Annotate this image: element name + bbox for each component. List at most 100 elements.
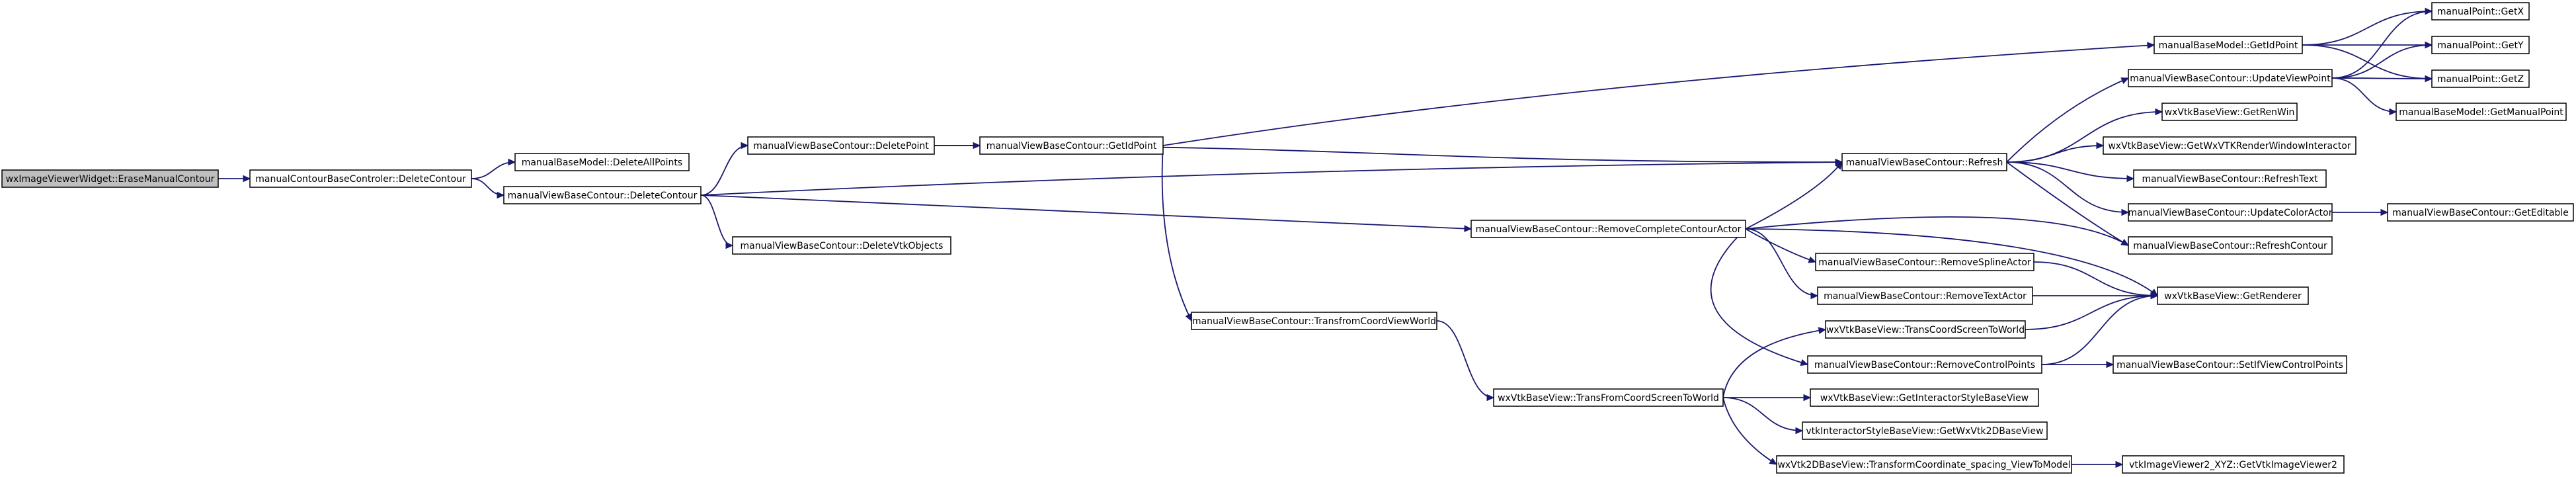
edge-arrowhead bbox=[1818, 327, 1827, 334]
node-box[interactable] bbox=[732, 236, 951, 255]
function-node[interactable]: manualViewBaseContour::DeleteContour bbox=[503, 186, 702, 204]
node-box[interactable] bbox=[249, 169, 472, 188]
function-node[interactable]: wxVtkBaseView::TransFromCoordScreenToWor… bbox=[1493, 388, 1724, 407]
node-label: manualViewBaseContour::UpdateColorActor bbox=[2128, 208, 2333, 218]
node-box[interactable] bbox=[1825, 320, 2026, 339]
node-label: manualContourBaseControler::DeleteContou… bbox=[255, 174, 466, 185]
node-label: wxImageViewerWidget::EraseManualContour bbox=[6, 174, 215, 185]
edge-n7-to-n25 bbox=[1710, 228, 1808, 365]
edge-n3-to-n4 bbox=[700, 145, 748, 196]
node-box[interactable] bbox=[1776, 455, 2072, 474]
node-box[interactable] bbox=[1, 169, 219, 188]
node-box[interactable] bbox=[979, 136, 1164, 155]
function-node[interactable]: vtkImageViewer2_XYZ::GetVtkImageViewer2 bbox=[2122, 455, 2345, 474]
function-node[interactable]: manualViewBaseContour::RemoveSplineActor bbox=[1815, 253, 2034, 271]
node-box[interactable] bbox=[1807, 355, 2042, 374]
node-box[interactable] bbox=[2113, 355, 2347, 374]
edge-n8-to-n10 bbox=[1162, 44, 2155, 146]
node-box[interactable] bbox=[1191, 312, 1437, 330]
edge-arrowhead bbox=[2425, 41, 2433, 49]
node-label: wxVtk2DBaseView::TransformCoordinate_spa… bbox=[1777, 460, 2070, 470]
edge-n14-to-n13 bbox=[2331, 77, 2433, 79]
edge-n7-to-n24 bbox=[1745, 228, 2158, 296]
node-label: manualViewBaseContour::DeleteVtkObjects bbox=[741, 241, 944, 251]
node-box[interactable] bbox=[747, 136, 935, 155]
function-node[interactable]: manualBaseModel::DeleteAllPoints bbox=[514, 153, 690, 171]
function-node[interactable]: manualPoint::GetY bbox=[2431, 36, 2530, 54]
function-node[interactable]: manualViewBaseContour::DeletePoint bbox=[747, 136, 935, 155]
function-node[interactable]: manualViewBaseContour::GetIdPoint bbox=[979, 136, 1164, 155]
node-label: manualBaseModel::GetIdPoint bbox=[2159, 40, 2298, 51]
node-box[interactable] bbox=[2157, 286, 2309, 305]
node-label: wxVtkBaseView::TransCoordScreenToWorld bbox=[1826, 325, 2025, 335]
node-label: manualBaseModel::GetManualPoint bbox=[2399, 107, 2563, 118]
function-node[interactable]: manualViewBaseContour::DeleteVtkObjects bbox=[732, 236, 951, 255]
edge-n3-to-n5 bbox=[700, 195, 733, 246]
edge-n6-to-n17 bbox=[2006, 145, 2104, 163]
node-box[interactable] bbox=[2103, 136, 2356, 155]
node-label: wxVtkBaseView::GetRenWin bbox=[2165, 107, 2295, 118]
node-box[interactable] bbox=[2128, 236, 2333, 255]
function-node[interactable]: manualViewBaseContour::RefreshContour bbox=[2128, 236, 2333, 255]
function-node[interactable]: wxVtkBaseView::TransCoordScreenToWorld bbox=[1825, 320, 2026, 339]
edge-arrowhead bbox=[2115, 460, 2124, 468]
function-node[interactable]: manualContourBaseControler::DeleteContou… bbox=[249, 169, 472, 188]
function-node[interactable]: manualViewBaseContour::TransfromCoordVie… bbox=[1191, 312, 1437, 330]
node-box[interactable] bbox=[2387, 203, 2574, 222]
function-node[interactable]: wxVtkBaseView::GetRenderer bbox=[2157, 286, 2309, 305]
function-node[interactable]: manualViewBaseContour::UpdateViewPoint bbox=[2128, 69, 2333, 87]
function-node[interactable]: manualBaseModel::GetManualPoint bbox=[2395, 103, 2567, 121]
edge-arrowhead bbox=[1795, 427, 1804, 435]
edge-n3-to-n6 bbox=[700, 161, 1843, 196]
node-box[interactable] bbox=[2133, 169, 2327, 188]
function-node[interactable]: vtkInteractorStyleBaseView::GetWxVtk2DBa… bbox=[1802, 421, 2048, 440]
node-label: manualPoint::GetY bbox=[2437, 40, 2524, 51]
node-label: manualViewBaseContour::Refresh bbox=[1846, 157, 2003, 168]
function-node[interactable]: manualBaseModel::GetIdPoint bbox=[2153, 36, 2303, 54]
node-box[interactable] bbox=[1470, 220, 1746, 238]
function-node[interactable]: manualViewBaseContour::UpdateColorActor bbox=[2128, 203, 2333, 222]
node-box[interactable] bbox=[2128, 203, 2333, 222]
edge-arrowhead bbox=[2150, 292, 2159, 300]
function-node[interactable]: wxVtkBaseView::GetWxVTKRenderWindowInter… bbox=[2103, 136, 2356, 155]
node-box[interactable] bbox=[514, 153, 690, 171]
node-box[interactable] bbox=[2122, 455, 2345, 474]
edge-arrowhead bbox=[2147, 42, 2155, 49]
node-box[interactable] bbox=[503, 186, 702, 204]
edge-arrowhead bbox=[1803, 394, 1812, 402]
node-box[interactable] bbox=[2128, 69, 2333, 87]
root-function-node[interactable]: wxImageViewerWidget::EraseManualContour bbox=[1, 169, 219, 188]
function-node[interactable]: manualViewBaseContour::RemoveControlPoin… bbox=[1807, 355, 2042, 374]
function-node[interactable]: manualPoint::GetZ bbox=[2431, 69, 2530, 88]
node-box[interactable] bbox=[2395, 103, 2567, 121]
edge-n25-to-n24 bbox=[2041, 295, 2158, 365]
function-node[interactable]: manualViewBaseContour::RefreshText bbox=[2133, 169, 2327, 188]
edge-n3-to-n7 bbox=[700, 195, 1472, 230]
function-node[interactable]: manualViewBaseContour::GetEditable bbox=[2387, 203, 2574, 222]
node-label: manualViewBaseContour::GetEditable bbox=[2392, 208, 2569, 218]
function-node[interactable]: manualViewBaseContour::SetIfViewControlP… bbox=[2113, 355, 2347, 374]
function-node[interactable]: manualPoint::GetX bbox=[2431, 2, 2530, 21]
edge-n7-to-n6 bbox=[1745, 161, 1843, 230]
node-box[interactable] bbox=[2153, 36, 2303, 54]
function-node[interactable]: manualViewBaseContour::RemoveCompleteCon… bbox=[1470, 220, 1746, 238]
node-box[interactable] bbox=[1493, 388, 1724, 407]
function-node[interactable]: manualViewBaseContour::Refresh bbox=[1841, 153, 2007, 171]
function-node[interactable]: wxVtkBaseView::GetRenWin bbox=[2161, 103, 2298, 121]
node-box[interactable] bbox=[2431, 69, 2530, 88]
node-box[interactable] bbox=[1841, 153, 2007, 171]
function-node[interactable]: wxVtkBaseView::GetInteractorStyleBaseVie… bbox=[1810, 388, 2039, 407]
node-box[interactable] bbox=[2161, 103, 2298, 121]
function-node[interactable]: wxVtk2DBaseView::TransformCoordinate_spa… bbox=[1776, 455, 2072, 474]
edge-n28-to-n31 bbox=[1722, 397, 1777, 465]
function-node[interactable]: manualViewBaseContour::RemoveTextActor bbox=[1817, 286, 2033, 305]
node-box[interactable] bbox=[1815, 253, 2034, 271]
node-box[interactable] bbox=[2431, 36, 2530, 54]
node-box[interactable] bbox=[1802, 421, 2048, 440]
edge-arrowhead bbox=[2120, 239, 2130, 246]
node-box[interactable] bbox=[2431, 2, 2530, 21]
node-box[interactable] bbox=[1817, 286, 2033, 305]
node-box[interactable] bbox=[1810, 388, 2039, 407]
node-label: manualViewBaseContour::RefreshContour bbox=[2133, 241, 2327, 251]
edge-arrowhead bbox=[2106, 361, 2114, 369]
